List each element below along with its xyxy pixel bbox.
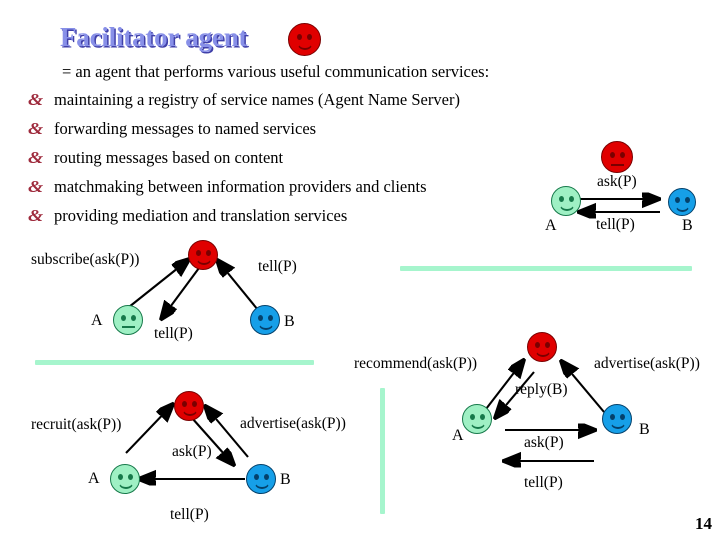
agent-a-label: A <box>452 427 464 444</box>
ampersand-bullet-icon: & <box>28 206 44 225</box>
eye-left-icon <box>559 196 564 202</box>
mouth-icon <box>470 420 486 429</box>
list-item: & forwarding messages to named services <box>28 119 460 148</box>
eye-right-icon <box>480 414 485 420</box>
edge-label-advertise: advertise(ask(P)) <box>240 415 346 432</box>
agent-b-label: B <box>284 313 295 330</box>
eye-left-icon <box>535 342 540 348</box>
agent-b-face <box>246 464 276 494</box>
edge-label-ask: ask(P) <box>597 173 637 190</box>
lead-text: = an agent that performs various useful … <box>62 62 490 81</box>
edge-label-recruit: recruit(ask(P)) <box>31 416 122 433</box>
divider-horizontal-left <box>35 360 314 365</box>
edge-label-tell: tell(P) <box>170 506 209 523</box>
list-item: & providing mediation and translation se… <box>28 206 460 235</box>
eye-right-icon <box>685 197 690 203</box>
agent-b-label: B <box>639 421 650 438</box>
agent-b-face <box>668 188 696 216</box>
mouth-icon <box>258 321 274 330</box>
facilitator-face <box>527 332 557 362</box>
agent-a-label: A <box>545 217 557 234</box>
edge-label-ask: ask(P) <box>172 443 212 460</box>
page-title: Facilitator agent <box>60 22 248 52</box>
eye-right-icon <box>192 401 197 407</box>
agent-a-face <box>551 186 581 216</box>
agent-a-face <box>113 305 143 335</box>
list-item-label: routing messages based on content <box>54 148 284 167</box>
eye-left-icon <box>610 152 615 158</box>
edge-label-reply: reply(B) <box>515 381 568 398</box>
divider-horizontal-right <box>400 266 692 271</box>
divider-vertical-center <box>380 388 385 514</box>
facilitator-face <box>188 240 218 270</box>
mouth-icon <box>675 203 690 212</box>
eye-left-icon <box>297 34 302 40</box>
list-item-label: maintaining a registry of service names … <box>54 90 460 109</box>
agent-b-label: B <box>280 471 291 488</box>
eye-right-icon <box>545 342 550 348</box>
eye-left-icon <box>254 474 259 480</box>
arrow-tell-from-b <box>218 261 259 311</box>
arrow-tell-to-a <box>162 267 200 318</box>
agent-a-face <box>462 404 492 434</box>
edge-label-ask: ask(P) <box>524 434 564 451</box>
eye-right-icon <box>620 414 625 420</box>
edge-label-subscribe: subscribe(ask(P)) <box>31 251 140 268</box>
edge-label-tell-to-a: tell(P) <box>154 325 193 342</box>
mouth-icon <box>196 256 212 265</box>
eye-right-icon <box>264 474 269 480</box>
edge-label-tell: tell(P) <box>524 474 563 491</box>
eye-right-icon <box>131 315 136 321</box>
eye-right-icon <box>569 196 574 202</box>
eye-right-icon <box>128 474 133 480</box>
facilitator-face-title <box>288 23 321 56</box>
mouth-icon <box>122 326 135 328</box>
agent-b-label: B <box>682 217 693 234</box>
facilitator-face <box>174 391 204 421</box>
ampersand-bullet-icon: & <box>28 119 44 138</box>
page-number: 14 <box>695 514 712 533</box>
eye-right-icon <box>206 250 211 256</box>
edge-label-tell: tell(P) <box>596 216 635 233</box>
eye-left-icon <box>121 315 126 321</box>
list-item: & matchmaking between information provid… <box>28 177 460 206</box>
arrow-recruit <box>125 405 172 454</box>
edge-label-recommend: recommend(ask(P)) <box>354 355 478 372</box>
mouth-icon <box>118 480 134 489</box>
agent-b-face <box>250 305 280 335</box>
edge-label-tell-from-b: tell(P) <box>258 258 297 275</box>
eye-left-icon <box>258 315 263 321</box>
list-item-label: forwarding messages to named services <box>54 119 317 138</box>
list-item: & maintaining a registry of service name… <box>28 90 460 119</box>
eye-left-icon <box>196 250 201 256</box>
agent-b-face <box>602 404 632 434</box>
eye-left-icon <box>118 474 123 480</box>
ampersand-bullet-icon: & <box>28 148 44 167</box>
facilitator-face <box>601 141 633 173</box>
mouth-icon <box>535 348 551 357</box>
list-item: & routing messages based on content <box>28 148 460 177</box>
agent-a-face <box>110 464 140 494</box>
ampersand-bullet-icon: & <box>28 177 44 196</box>
mouth-icon <box>611 164 624 166</box>
eye-left-icon <box>182 401 187 407</box>
mouth-icon <box>610 420 626 429</box>
ampersand-bullet-icon: & <box>28 90 44 109</box>
edge-label-advertise: advertise(ask(P)) <box>594 355 700 372</box>
eye-left-icon <box>470 414 475 420</box>
mouth-icon <box>297 41 313 50</box>
mouth-icon <box>559 202 575 211</box>
agent-a-label: A <box>88 470 100 487</box>
eye-right-icon <box>307 34 312 40</box>
eye-left-icon <box>610 414 615 420</box>
mouth-icon <box>254 480 270 489</box>
eye-right-icon <box>268 315 273 321</box>
bullet-list: & maintaining a registry of service name… <box>28 90 460 235</box>
mouth-icon <box>182 407 198 416</box>
list-item-label: matchmaking between information provider… <box>54 177 427 196</box>
eye-left-icon <box>675 197 680 203</box>
eye-right-icon <box>620 152 625 158</box>
list-item-label: providing mediation and translation serv… <box>54 206 348 225</box>
agent-a-label: A <box>91 312 103 329</box>
